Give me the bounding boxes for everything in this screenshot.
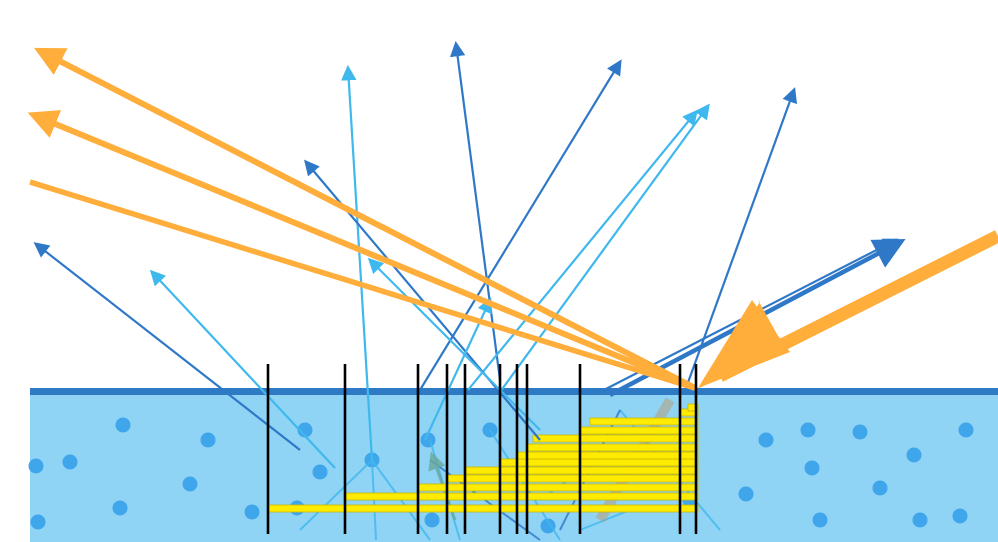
water-surface-line: [30, 388, 998, 395]
depth-bar: [344, 492, 699, 501]
depth-bars: [267, 403, 699, 513]
particle-dot: [200, 432, 216, 448]
particle-dot: [812, 512, 828, 528]
particle-dot: [244, 504, 260, 520]
particle-dot: [804, 460, 820, 476]
scattered-ray: [367, 257, 541, 431]
reflected-ray: [27, 110, 697, 391]
particle-dot: [872, 480, 888, 496]
scattered-ray: [341, 64, 374, 461]
depth-marker-lines: [266, 364, 698, 534]
particle-dot: [738, 486, 754, 502]
particle-dot: [297, 422, 313, 438]
depth-bar: [446, 474, 699, 483]
particle-dot: [182, 476, 198, 492]
depth-bar: [687, 403, 699, 412]
depth-bar: [417, 483, 699, 492]
particle-dot: [115, 417, 131, 433]
particle-dot: [958, 422, 974, 438]
depth-bar: [499, 458, 699, 467]
depth-bar: [526, 443, 699, 452]
particle-dot: [758, 432, 774, 448]
particle-dot: [28, 458, 44, 474]
particle-dot: [62, 454, 78, 470]
scattered-ray: [33, 242, 301, 451]
depth-bar: [267, 504, 699, 513]
particle-dot: [912, 512, 928, 528]
depth-bar: [532, 434, 699, 443]
particle-dot: [906, 447, 922, 463]
particle-dot: [952, 508, 968, 524]
reflected-ray: [33, 47, 697, 391]
particle-dot: [30, 514, 46, 530]
particle-dot: [424, 512, 440, 528]
particle-dot: [540, 518, 556, 534]
depth-bar: [589, 417, 699, 426]
incident-arrowhead-fill: [698, 300, 790, 388]
underwater-ray: [299, 459, 373, 531]
scattered-ray: [149, 269, 336, 469]
particle-dot: [312, 464, 328, 480]
scattered-ray: [499, 103, 710, 393]
scattered-ray: [449, 40, 502, 381]
reflected-ray: [29, 179, 696, 391]
reflected-light-arrows: [27, 47, 998, 391]
scattered-ray: [467, 109, 698, 391]
particle-dot: [852, 424, 868, 440]
particle-dot: [112, 500, 128, 516]
particle-dot: [800, 422, 816, 438]
depth-bar: [516, 451, 699, 460]
